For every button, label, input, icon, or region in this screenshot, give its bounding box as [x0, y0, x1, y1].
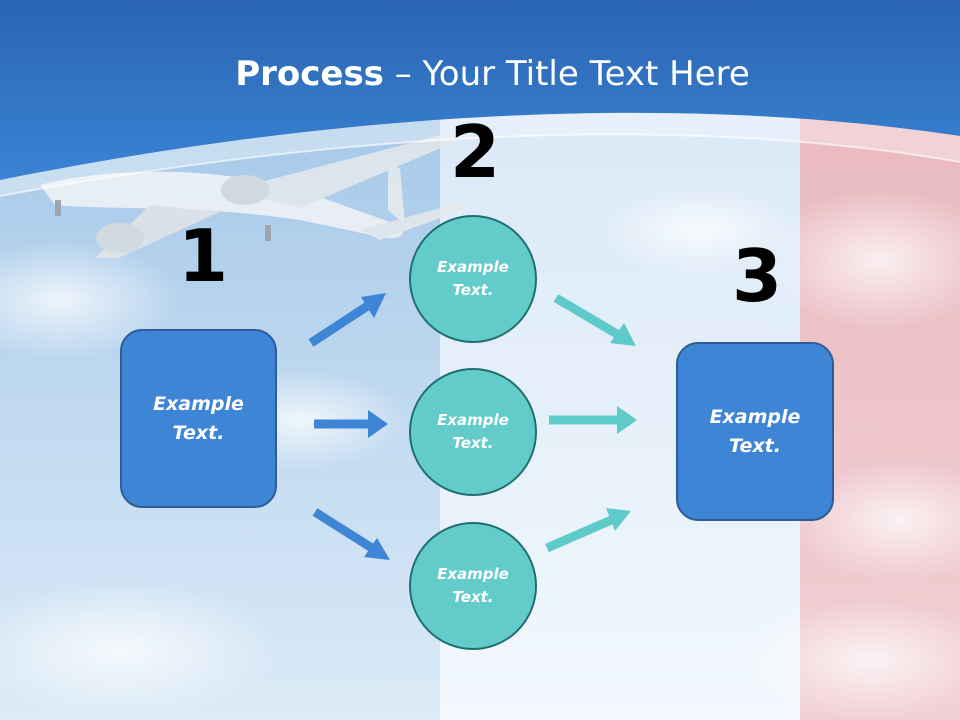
airplane-image: [40, 130, 470, 258]
step1-box: Example Text.: [120, 329, 277, 508]
step2-circle-top: Example Text.: [409, 215, 537, 343]
arrow-step1-to-bottom: [312, 508, 390, 560]
arrow-top-to-step3: [553, 294, 636, 346]
step2-top-text: Example Text.: [437, 258, 509, 299]
title-rest: – Your Title Text Here: [383, 54, 750, 94]
step3-text: Example Text.: [709, 405, 801, 457]
step-number-3: 3: [732, 234, 783, 318]
step2-circle-bottom: Example Text.: [409, 522, 537, 650]
step3-box: Example Text.: [676, 342, 834, 521]
title-bold: Process: [235, 54, 384, 94]
step-number-2: 2: [450, 110, 501, 194]
slide-title: Process – Your Title Text Here: [0, 50, 960, 98]
step2-middle-text: Example Text.: [437, 411, 509, 452]
step-number-1: 1: [178, 214, 229, 298]
arrow-bottom-to-step3: [545, 508, 631, 553]
connector-arrows: [308, 293, 637, 560]
header-arc-line: [0, 133, 960, 197]
arrow-step1-to-top: [308, 293, 386, 347]
header-banner: [0, 0, 960, 180]
arrow-step1-to-middle: [314, 410, 388, 438]
step2-circle-middle: Example Text.: [409, 368, 537, 496]
step2-bottom-text: Example Text.: [437, 565, 509, 606]
step1-text: Example Text.: [153, 392, 244, 444]
arrow-middle-to-step3: [549, 406, 637, 434]
header-arc-light: [0, 112, 960, 196]
